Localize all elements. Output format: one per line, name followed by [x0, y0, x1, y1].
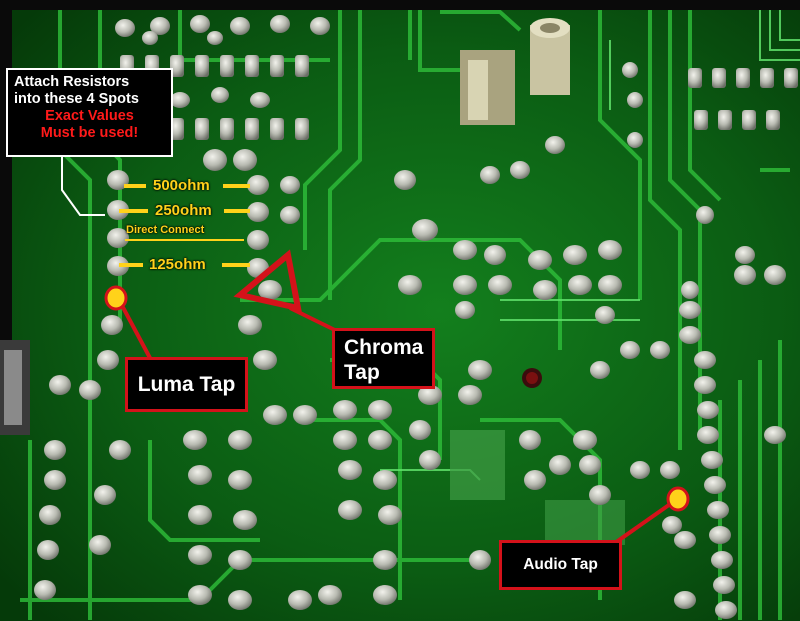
note-line-3: Exact Values	[45, 108, 134, 124]
case-bracket-inner	[4, 350, 22, 425]
audio-tap-text: Audio Tap	[523, 556, 598, 573]
resistor-label-250ohm: 250ohm	[155, 202, 212, 219]
solder-left-column	[34, 315, 131, 600]
chroma-tap-triangle	[233, 249, 302, 312]
audio-tap-marker	[666, 486, 690, 512]
resistor-instructions-note: Attach Resistors into these 4 Spots Exac…	[6, 68, 173, 157]
ground-pad	[450, 430, 505, 500]
audio-leader	[610, 498, 678, 547]
case-edge-left	[0, 0, 12, 340]
chroma-tap-text-line1: Chroma	[344, 336, 424, 359]
solder-resistor-column	[107, 149, 300, 370]
solder-right-lower	[409, 301, 786, 619]
chroma-tap-label: Chroma Tap	[332, 328, 435, 389]
luma-tap-text: Luma Tap	[137, 372, 236, 396]
resistor-label-direct-connect: Direct Connect	[126, 224, 205, 236]
solder-joints	[34, 15, 798, 619]
resistor-label-500ohm: 500ohm	[153, 177, 210, 194]
chroma-tap-text-line2: Tap	[344, 361, 380, 384]
resistor-spot-markers	[119, 184, 250, 267]
luma-tap-label: Luma Tap	[125, 357, 248, 412]
solder-middle	[183, 400, 402, 610]
note-leader	[61, 155, 105, 216]
case-edge-top	[0, 0, 800, 10]
note-line-2: into these 4 Spots	[14, 91, 139, 107]
note-line-1: Attach Resistors	[14, 74, 130, 90]
callout-leaders	[61, 155, 678, 547]
solder-upper-middle	[394, 62, 786, 324]
solder-row-upper	[115, 15, 330, 108]
solder-row-right-ic	[688, 68, 798, 130]
luma-tap-marker	[104, 285, 128, 311]
note-line-4: Must be used!	[40, 125, 139, 141]
luma-leader	[116, 297, 152, 359]
ground-pad-lower	[545, 500, 625, 545]
audio-tap-label: Audio Tap	[499, 540, 622, 590]
resistor-label-125ohm: 125ohm	[149, 256, 206, 273]
white-connector	[460, 18, 570, 125]
